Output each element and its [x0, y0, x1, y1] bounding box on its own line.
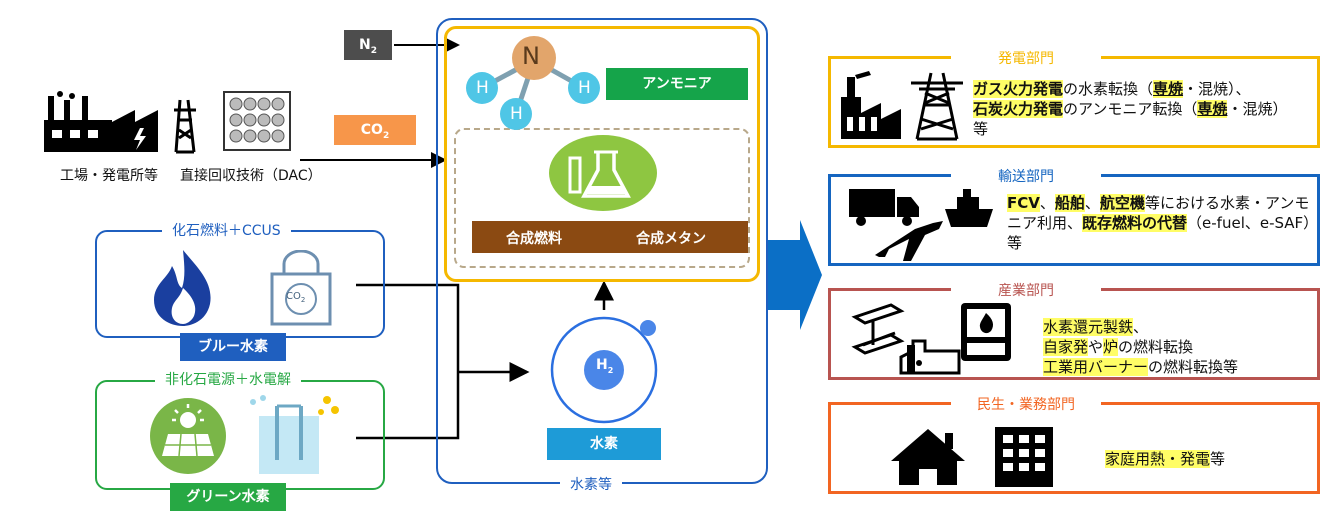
flask-icon	[549, 135, 657, 211]
big-right-arrow	[768, 220, 822, 330]
factory-caption: 工場・発電所等	[60, 168, 158, 184]
hydrogen-orbit-icon	[550, 316, 658, 424]
hydrogen-atom-label-bottom: H	[510, 104, 523, 124]
hydrogen-atom-label-left: H	[476, 78, 489, 98]
hydrogen-atom-label-right: H	[578, 78, 591, 98]
house-icon	[891, 429, 965, 485]
sector-power-desc: ガス火力発電の水素転換（専焼・混焼）、 石炭火力発電のアンモニア転換（専焼・混焼…	[973, 80, 1288, 138]
sector-industry-title: 産業部門	[951, 280, 1101, 300]
synthetic-fuel-bar	[472, 221, 748, 253]
co2-tag: CO2	[334, 115, 416, 145]
co2-capture-icon-text: CO2	[286, 291, 306, 304]
hydrogen-label: 水素	[547, 428, 661, 460]
office-building-icon	[995, 427, 1053, 487]
n2-tag: N2	[344, 30, 392, 60]
sector-power-title: 発電部門	[951, 48, 1101, 68]
sector-industry: 産業部門 水素還元製鉄、 自家発や炉の燃料転換 工業用バーナーの燃料転換等	[828, 280, 1320, 380]
blue-hydrogen-title: 化石燃料＋CCUS	[162, 220, 291, 240]
blue-hydrogen-line	[356, 283, 460, 440]
synthetic-fuel-frame	[454, 128, 750, 268]
flame-icon	[154, 250, 211, 326]
transport-icon	[849, 189, 993, 261]
sector-residential-desc: 家庭用熱・発電等	[1105, 450, 1226, 468]
ammonia-molecule-icon	[466, 36, 600, 130]
industry-icon	[851, 303, 1011, 375]
sector-transport-title: 輸送部門	[951, 166, 1101, 186]
co2-capture-icon	[270, 250, 332, 326]
sector-power: 発電部門 ガス火力発電の水素転換（専焼・混焼）、 石炭火力発電のアンモニア転換（…	[828, 48, 1320, 148]
ammonia-frame	[444, 26, 760, 282]
ammonia-label: アンモニア	[606, 68, 748, 100]
blue-hydrogen-label: ブルー水素	[180, 333, 286, 361]
factory-icon	[44, 91, 196, 154]
sector-transport-desc: FCV、船舶、航空機等における水素・アンモニア利用、既存燃料の代替（e-fuel…	[1007, 194, 1311, 252]
hydrogen-group-label: 水素等	[560, 474, 622, 494]
electrolyzer-icon	[250, 395, 339, 474]
sector-residential: 民生・業務部門 家庭用熱・発電等	[828, 394, 1320, 494]
dac-unit-icon	[223, 91, 291, 151]
synthetic-methane-label: 合成メタン	[636, 231, 706, 247]
green-hydrogen-title: 非化石電源＋水電解	[155, 369, 301, 389]
dac-caption: 直接回収技術（DAC）	[180, 168, 322, 184]
sector-residential-title: 民生・業務部門	[951, 394, 1101, 414]
solar-panel-icon	[150, 398, 226, 474]
blue-hydrogen-box	[95, 230, 385, 338]
h2-molecule-label: H2	[596, 357, 614, 375]
sector-transport: 輸送部門 FCV、船舶、航空機等における水素・アンモニア利用、既存燃料の代替（e…	[828, 166, 1320, 266]
green-hydrogen-label: グリーン水素	[170, 483, 286, 511]
nitrogen-atom-label: N	[522, 42, 540, 70]
synthetic-fuel-label: 合成燃料	[506, 231, 562, 247]
sector-industry-desc: 水素還元製鉄、 自家発や炉の燃料転換 工業用バーナーの燃料転換等	[1043, 318, 1239, 376]
power-plant-icon	[841, 71, 963, 141]
